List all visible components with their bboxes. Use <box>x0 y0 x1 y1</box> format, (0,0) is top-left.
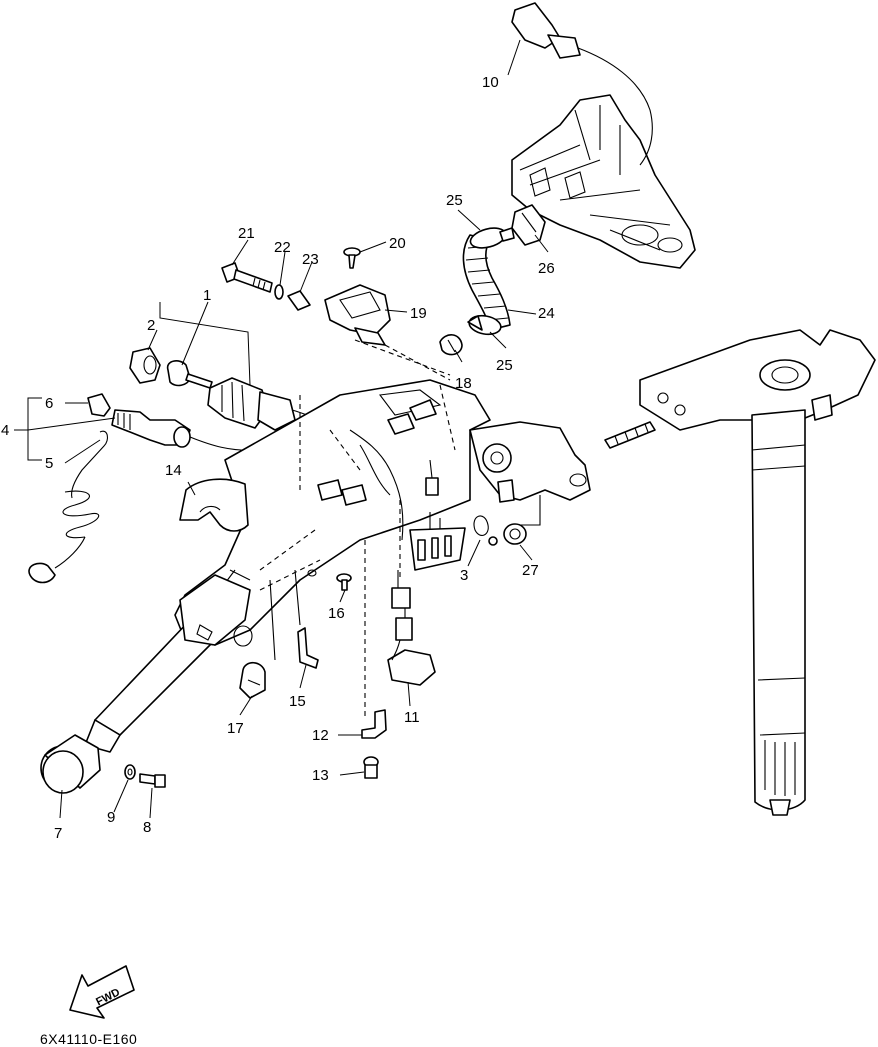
part-2-cap <box>129 347 161 384</box>
callout-15: 15 <box>289 693 306 710</box>
callout-5: 5 <box>45 455 53 472</box>
callout-19: 19 <box>410 305 427 322</box>
connector-block <box>409 512 466 571</box>
callout-14: 14 <box>165 462 182 479</box>
callout-17: 17 <box>227 720 244 737</box>
callout-18: 18 <box>455 375 472 392</box>
part-22-washer <box>274 284 284 300</box>
part-20-screw <box>343 247 361 269</box>
part-14-cover <box>179 478 249 532</box>
callout-25-upper: 25 <box>446 192 463 209</box>
part-17-clip <box>239 661 266 699</box>
part-11-switch <box>387 570 436 686</box>
part-25-clamp-lower <box>467 314 502 336</box>
callout-23: 23 <box>302 251 319 268</box>
callout-21: 21 <box>238 225 255 242</box>
part-13-bolt <box>363 756 379 779</box>
part-24-hose <box>462 234 511 331</box>
callout-26: 26 <box>538 260 555 277</box>
part-10-connector <box>511 2 653 166</box>
stud-bolt <box>604 421 656 449</box>
callout-8: 8 <box>143 819 151 836</box>
callout-24: 24 <box>538 305 555 322</box>
callout-labels: 1 2 3 4 5 6 7 8 9 10 11 12 13 14 15 16 1… <box>1 74 555 842</box>
part-8-bolt <box>139 773 166 788</box>
part-7-grip <box>40 719 121 794</box>
callout-22: 22 <box>274 239 291 256</box>
part-21-bolt <box>221 262 273 293</box>
callout-6: 6 <box>45 395 53 412</box>
callout-11: 11 <box>404 709 420 726</box>
part-18-clip <box>439 334 463 356</box>
part-25-clamp-upper <box>469 227 515 249</box>
engine-bracket-assembly <box>511 94 696 269</box>
part-5-lanyard <box>28 430 109 584</box>
callout-13: 13 <box>312 767 329 784</box>
part-12-bracket <box>361 709 387 739</box>
callout-12: 12 <box>312 727 329 744</box>
callout-1: 1 <box>203 287 211 304</box>
reference-lines <box>269 339 451 720</box>
callout-20: 20 <box>389 235 406 252</box>
part-27-nut <box>503 523 527 545</box>
swivel-bracket <box>469 421 591 526</box>
part-15-bracket <box>297 627 319 669</box>
steering-bracket <box>639 329 876 431</box>
steering-shaft <box>751 409 806 816</box>
callout-4: 4 <box>1 422 9 439</box>
callout-7: 7 <box>54 825 62 842</box>
part-9-washer <box>124 764 136 780</box>
fwd-arrow: FWD <box>69 965 135 1019</box>
callout-10: 10 <box>482 74 499 91</box>
callout-3: 3 <box>460 567 468 584</box>
wire-harness <box>317 399 439 541</box>
part-19-holder <box>324 284 451 381</box>
diagram-code: 6X41110-E160 <box>40 1031 137 1047</box>
part-26-grommet <box>511 204 546 246</box>
part-6-cap <box>87 393 111 417</box>
part-3-clip <box>473 515 498 546</box>
leader-lines <box>14 39 549 819</box>
callout-2: 2 <box>147 317 155 334</box>
callout-25-lower: 25 <box>496 357 513 374</box>
part-1-key <box>166 360 213 389</box>
callout-16: 16 <box>328 605 345 622</box>
part-16-screw <box>307 569 352 591</box>
steering-handle <box>94 379 491 736</box>
callout-27: 27 <box>522 562 539 579</box>
part-23-collar <box>287 290 311 311</box>
callout-9: 9 <box>107 809 115 826</box>
